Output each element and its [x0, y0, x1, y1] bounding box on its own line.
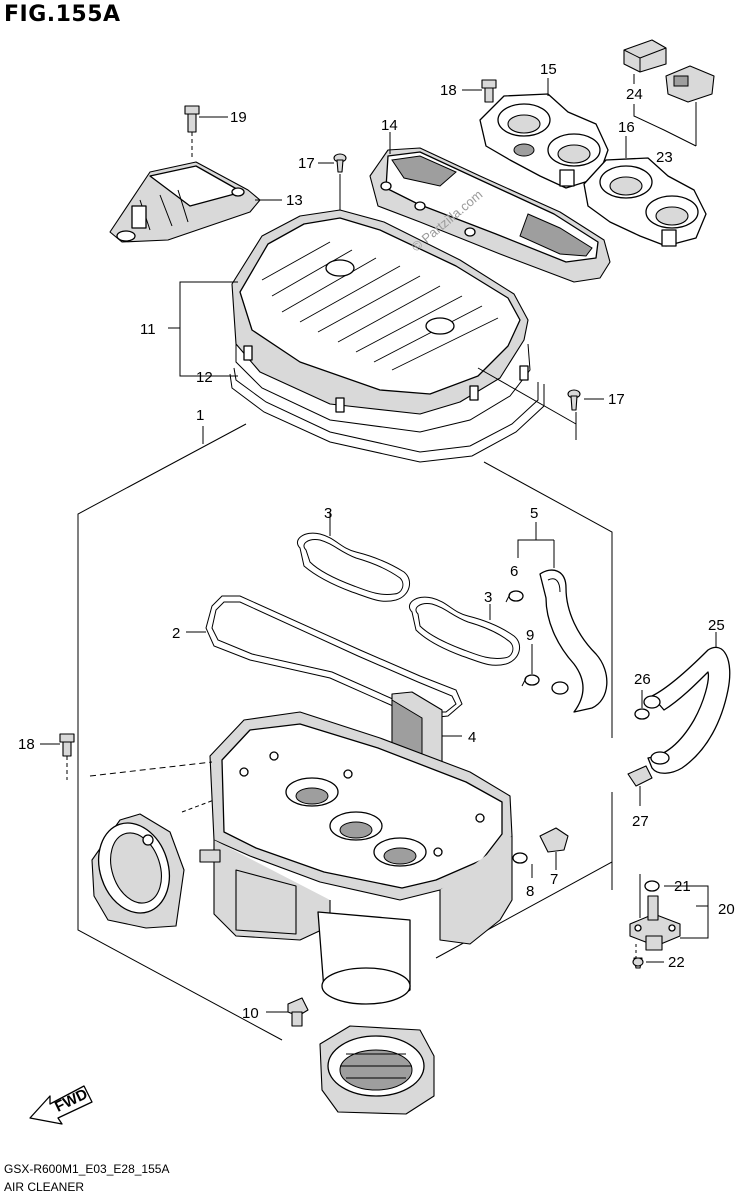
callout-5[interactable]: 5: [530, 505, 538, 522]
callout-25[interactable]: 25: [708, 617, 725, 634]
screw-22[interactable]: [611, 862, 664, 969]
screw-17-right[interactable]: [477, 367, 604, 440]
callout-26[interactable]: 26: [634, 671, 651, 688]
intake-duct-14[interactable]: [369, 132, 611, 283]
callout-17b[interactable]: 17: [608, 391, 625, 408]
callout-17a[interactable]: 17: [298, 155, 315, 172]
callout-1[interactable]: 1: [196, 407, 204, 424]
clamp-8[interactable]: [512, 852, 533, 878]
callout-21[interactable]: 21: [674, 878, 691, 895]
sensor-23[interactable]: [633, 65, 715, 147]
callout-4[interactable]: 4: [468, 729, 476, 746]
clamp-6[interactable]: [505, 590, 524, 603]
callout-19[interactable]: 19: [230, 109, 247, 126]
gasket-2[interactable]: [186, 595, 463, 719]
cap-7[interactable]: [539, 827, 569, 870]
clamp-9[interactable]: [521, 644, 540, 687]
callout-8[interactable]: 8: [526, 883, 534, 900]
intake-funnels-16[interactable]: [583, 136, 707, 247]
bolt-18-top[interactable]: [462, 79, 497, 103]
intake-funnels-15[interactable]: [479, 78, 609, 189]
gasket-3-left[interactable]: [297, 512, 411, 602]
clamp-26[interactable]: [634, 690, 650, 720]
air-cleaner-cover-11[interactable]: [231, 209, 531, 433]
drain-hose-25[interactable]: [643, 632, 731, 774]
callout-23[interactable]: 23: [656, 149, 673, 166]
figure-name: AIR CLEANER: [4, 1180, 85, 1194]
bolt-18-left[interactable]: [40, 733, 75, 780]
callout-12[interactable]: 12: [196, 369, 213, 386]
bracket-13[interactable]: [109, 161, 282, 243]
callout-6[interactable]: 6: [510, 563, 518, 580]
callout-27[interactable]: 27: [632, 813, 649, 830]
callout-9[interactable]: 9: [526, 627, 534, 644]
callout-3a[interactable]: 3: [324, 505, 332, 522]
callout-10[interactable]: 10: [242, 1005, 259, 1022]
figure-title: FIG.155A: [4, 2, 121, 27]
callout-7[interactable]: 7: [550, 871, 558, 888]
callout-2[interactable]: 2: [172, 625, 180, 642]
gasket-3-right[interactable]: [409, 596, 521, 666]
bracket-11-12: [168, 281, 238, 377]
callout-3b[interactable]: 3: [484, 589, 492, 606]
bolt-19[interactable]: [184, 105, 228, 160]
callout-18b[interactable]: 18: [18, 736, 35, 753]
intake-funnel-bottom[interactable]: [319, 1025, 435, 1115]
grommet-10[interactable]: [266, 997, 309, 1027]
air-cleaner-case[interactable]: [199, 711, 513, 1005]
callout-11[interactable]: 11: [140, 321, 156, 338]
clamp-27[interactable]: [627, 765, 653, 806]
figure-code: GSX-R600M1_E03_E28_155A: [4, 1162, 170, 1176]
callout-13[interactable]: 13: [286, 192, 303, 209]
breather-hose-5[interactable]: [517, 522, 608, 713]
drain-plug-20[interactable]: [629, 880, 709, 951]
gasket-12[interactable]: [229, 367, 545, 463]
callout-16[interactable]: 16: [618, 119, 635, 136]
intake-duct-left[interactable]: [87, 761, 215, 929]
callout-15[interactable]: 15: [540, 61, 557, 78]
callout-14[interactable]: 14: [381, 117, 398, 134]
callout-20[interactable]: 20: [718, 901, 735, 918]
fwd-arrow-icon: FWD: [29, 1085, 93, 1125]
callout-labels: 1 2 3 3 4 5 6 7 8 9 10 11 12 13 14 15 16…: [18, 61, 735, 1022]
callout-22[interactable]: 22: [668, 954, 685, 971]
callout-24[interactable]: 24: [626, 86, 643, 103]
callout-18a[interactable]: 18: [440, 82, 457, 99]
connector-24[interactable]: [623, 39, 667, 84]
